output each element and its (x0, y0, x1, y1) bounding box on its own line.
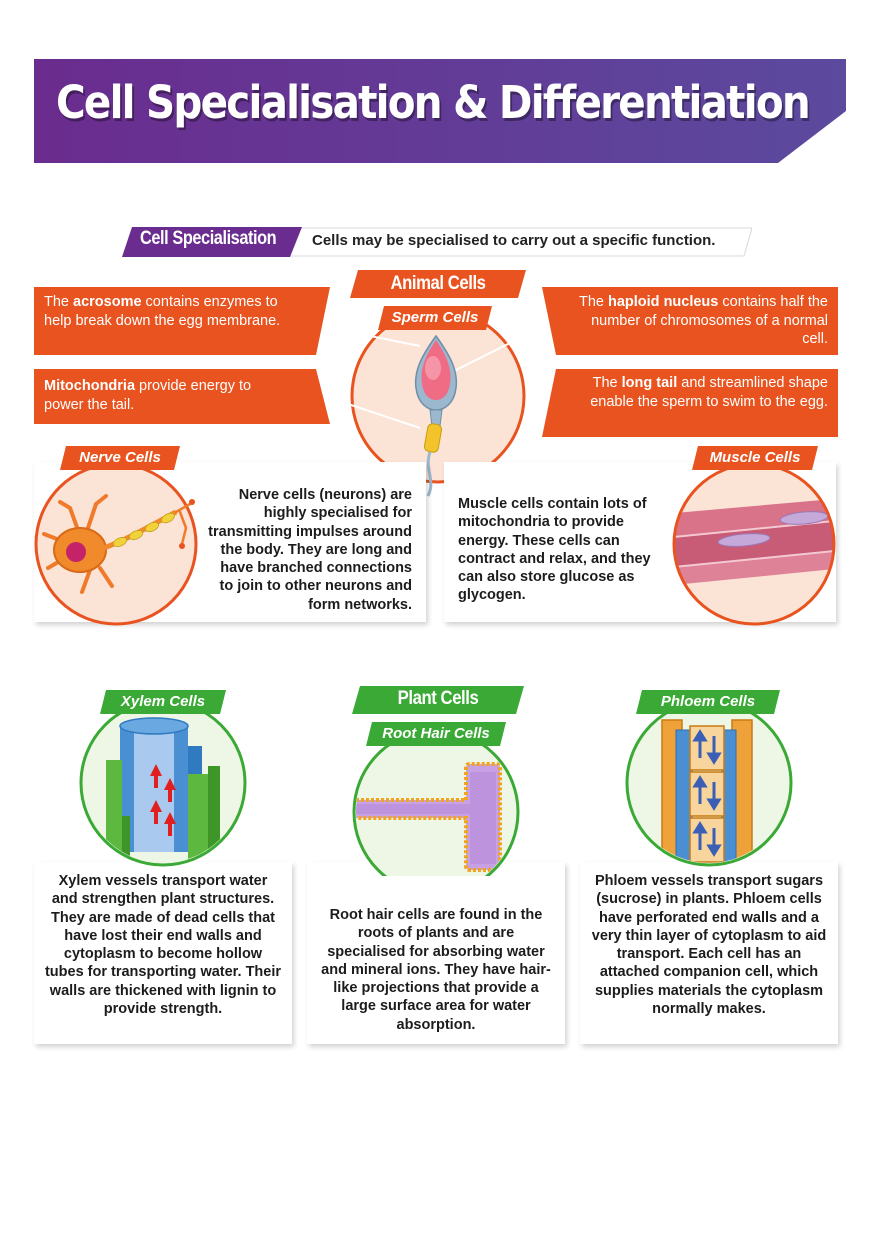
sperm-cells-label: Sperm Cells (391, 309, 479, 326)
title-banner (34, 59, 846, 163)
muscle-description: Muscle cells contain lots of mitochondri… (458, 496, 651, 604)
callout-tail: The long tail and streamlined shape enab… (590, 375, 828, 410)
root-hair-cells-label: Root Hair Cells (382, 725, 490, 742)
callout-tail-shape (542, 369, 838, 437)
nerve-label-shape (60, 446, 180, 470)
muscle-label-shape (692, 446, 818, 470)
xylem-panel (34, 862, 292, 1044)
root-hair-panel (307, 862, 565, 1044)
nerve-cells-label: Nerve Cells (79, 449, 161, 466)
phloem-panel (580, 862, 838, 1044)
nerve-description: Nerve cells (neurons) are highly special… (208, 487, 412, 613)
root-hair-description: Root hair cells are found in the roots o… (321, 907, 551, 1033)
plant-heading-shape (352, 686, 524, 714)
page-title: Cell Specialisation & Differentiation (56, 76, 811, 129)
callout-acrosome: The acrosome contains enzymes to help br… (44, 294, 281, 329)
intro-strip (122, 227, 752, 257)
root-hair-label-shape (366, 722, 506, 746)
animal-heading: Animal Cells (390, 273, 486, 294)
callout-acrosome-shape (34, 287, 330, 355)
phloem-label-shape (636, 690, 780, 714)
xylem-description: Xylem vessels transport water and streng… (44, 873, 282, 1018)
phloem-cell-illustration (625, 699, 793, 867)
root-hair-illustration (352, 728, 520, 876)
phloem-cells-label: Phloem Cells (660, 693, 756, 710)
muscle-cell-illustration (672, 462, 836, 626)
intro-tag: Cell Specialisation (140, 228, 277, 249)
intro-text: Cells may be specialised to carry out a … (312, 232, 716, 249)
xylem-label-shape (100, 690, 226, 714)
muscle-cells-label: Muscle Cells (709, 449, 801, 466)
nerve-cell-illustration (34, 462, 198, 626)
animal-heading-shape (350, 270, 526, 298)
xylem-cell-illustration (79, 699, 247, 867)
sperm-label-shape (378, 306, 492, 330)
callout-mito-shape (34, 369, 330, 424)
callout-nucleus-shape (542, 287, 838, 355)
callout-mitochondria: Mitochondria provide energy to power the… (44, 378, 252, 413)
plant-heading: Plant Cells (397, 688, 479, 709)
callout-nucleus: The haploid nucleus contains half the nu… (578, 294, 828, 347)
phloem-description: Phloem vessels transport sugars (sucrose… (591, 873, 827, 1018)
xylem-cells-label: Xylem Cells (120, 693, 206, 710)
sperm-cell-illustration (340, 308, 540, 497)
